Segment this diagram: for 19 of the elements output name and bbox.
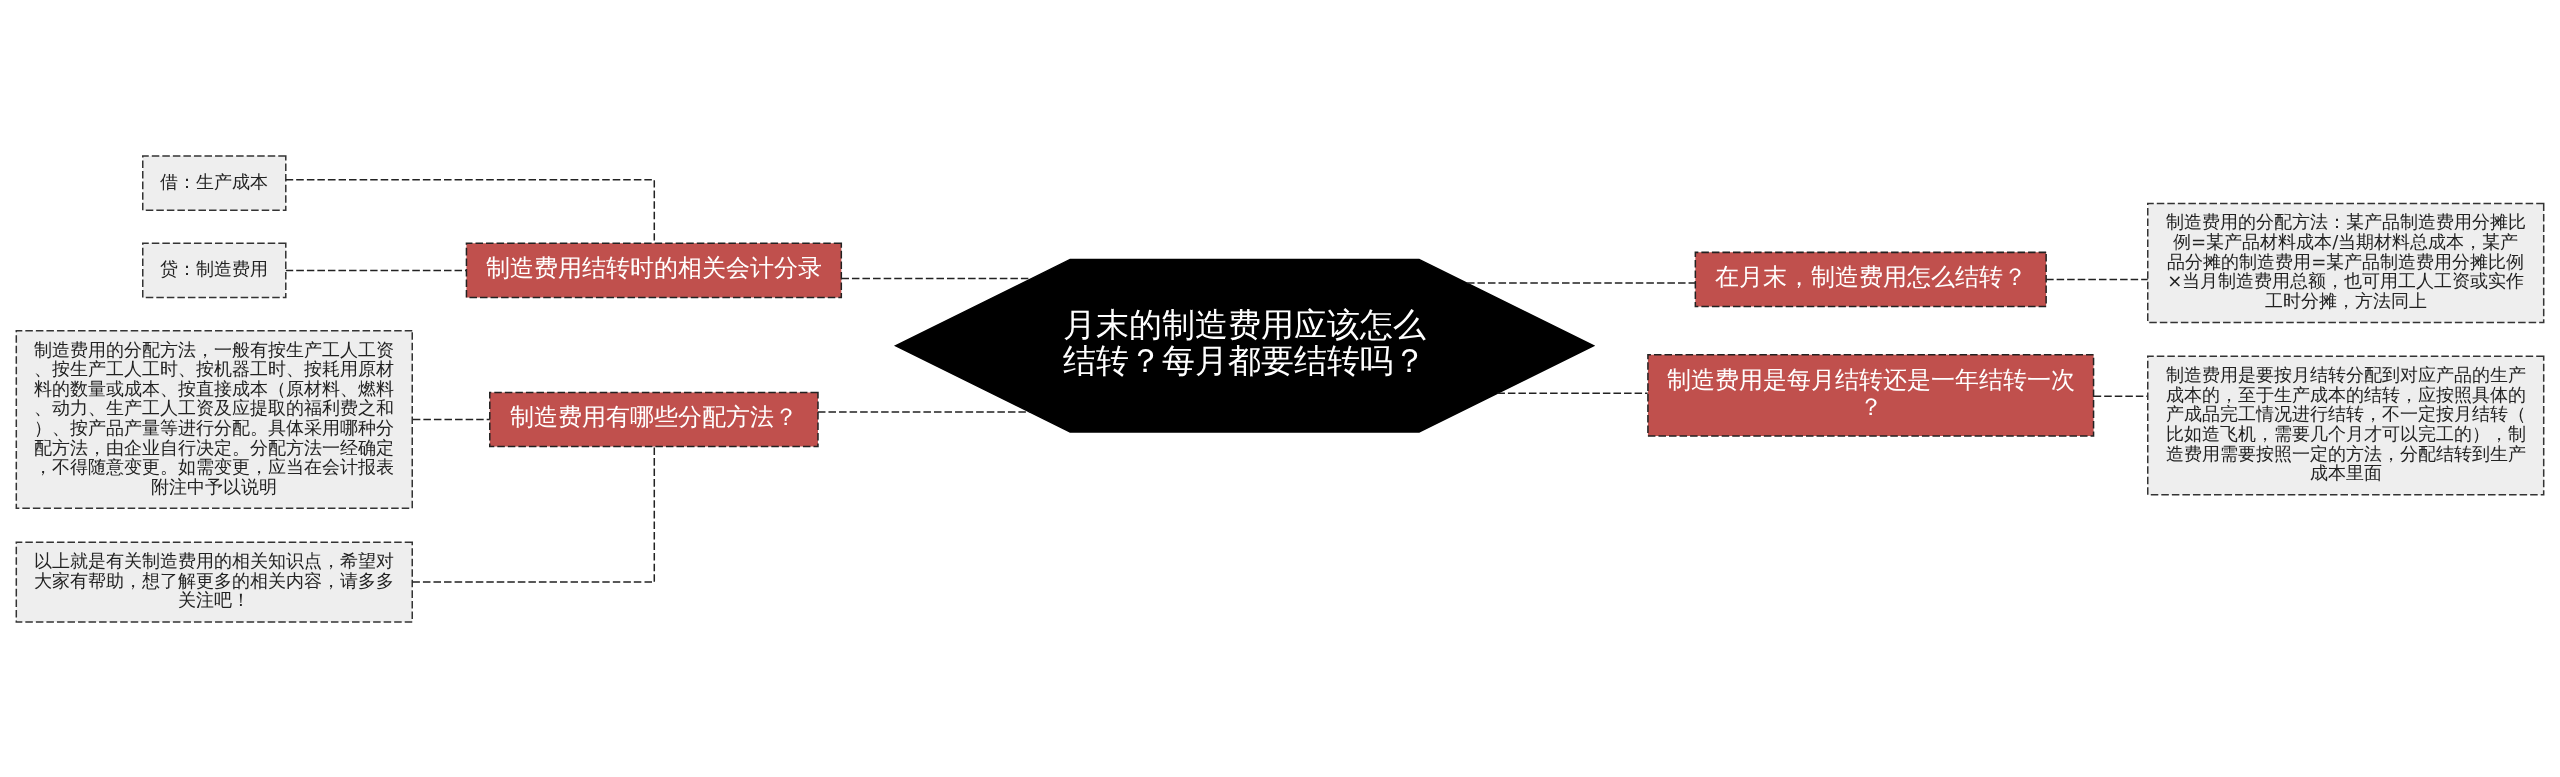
connector	[2092, 394, 2148, 397]
node-box: 制造费用有哪些分配方法？	[489, 391, 819, 447]
node-box: 在月末，制造费用怎么结转？	[1694, 251, 2047, 307]
node-box: 制造费用结转时的相关会计分录	[465, 242, 843, 298]
node-box: 制造费用的分配方法，一般有按生产工人工资、按生产工人工时、按机器工时、按耗用原材料的数量或成本、按直接成本（原材料、燃料、动力、生产工人工资及应提取的福利费之和）、按产品产量等进行分配。具体采用哪种分配方法，由企业自行决定。分配方法一经确定，不得随意变更。如需变更，应当在会计报表附注中予以说明	[15, 329, 413, 509]
node-box: 制造费用是每月结转还是一年结转一次？	[1647, 353, 2095, 437]
node-box: 以上就是有关制造费用的相关知识点，希望对大家有帮助，想了解更多的相关内容，请多多关注吧！	[15, 540, 413, 623]
connector	[285, 178, 656, 244]
node-box: 制造费用的分配方法：某产品制造费用分摊比例=某产品材料成本/当期材料总成本，某产品分摊的制造费用=某产品制造费用分摊比例×当月制造费用总额，也可用工人工资或实作工时分摊，方法同上	[2147, 202, 2545, 323]
connector	[2045, 278, 2149, 280]
connector	[817, 410, 1031, 413]
connector	[1466, 281, 1696, 284]
node-box: 贷：制造费用	[142, 242, 287, 298]
node-box: 制造费用是要按月结转分配到对应产品的生产成本的，至于生产成本的结转，应按照具体的产成品完工情况进行结转，不一定按月结转（比如造飞机，需要几个月才可以完工的），制造费用需要按照一定的方法，分配结转到生产成本里面	[2147, 355, 2545, 495]
connector	[1496, 392, 1649, 394]
connector	[411, 445, 656, 583]
connector	[412, 418, 491, 420]
node-box: 借：生产成本	[142, 154, 287, 211]
connector	[285, 269, 467, 271]
